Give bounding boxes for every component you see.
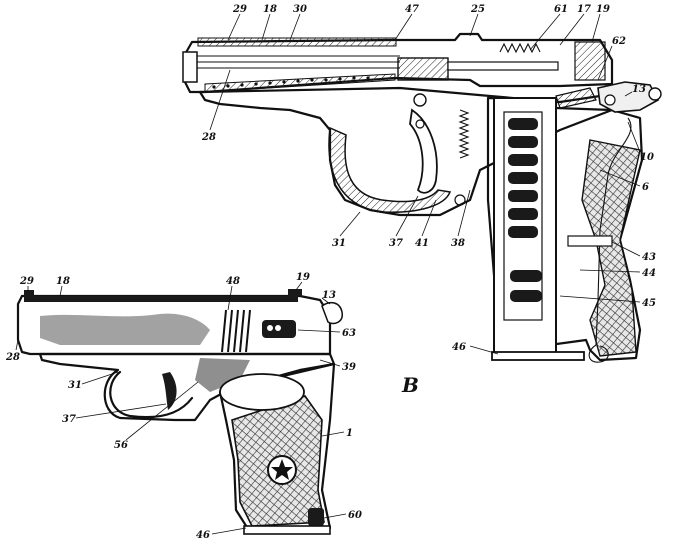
label-41: 41 [415, 238, 429, 249]
label-38: 38 [451, 238, 465, 249]
label-45: 45 [642, 298, 656, 309]
hammer-pin [604, 94, 616, 106]
firing-pin-spring [499, 42, 541, 54]
ext-label-63: 63 [342, 328, 356, 339]
magazine-slot [503, 111, 543, 321]
label-30: 30 [293, 4, 307, 15]
mainspring [595, 117, 632, 346]
frame-pin [415, 119, 425, 129]
trigger [409, 108, 438, 194]
ext-safety-dot1 [267, 325, 273, 331]
ext-label-29: 29 [19, 276, 34, 287]
ext-label-48: 48 [226, 276, 240, 287]
leader-lines [15, 13, 641, 535]
lanyard-loop [588, 344, 609, 363]
ext-label-18: 18 [56, 276, 70, 287]
slide-outline [182, 32, 614, 94]
label-17: 17 [577, 4, 591, 15]
label-62: 62 [612, 36, 626, 47]
muzzle-block [182, 51, 198, 83]
label-31: 31 [332, 238, 346, 249]
ext-label-56: 56 [114, 440, 128, 451]
label-43: 43 [642, 252, 656, 263]
label-13: 13 [632, 84, 646, 95]
external-view [16, 289, 343, 535]
ext-label-46: 46 [196, 530, 210, 541]
star-shape [271, 459, 293, 480]
trigger-spring [458, 109, 470, 159]
sectional-view [182, 32, 662, 363]
ext-label-28: 28 [5, 352, 20, 363]
label-6: 6 [642, 182, 649, 193]
label-28: 28 [201, 132, 216, 143]
ext-grip-thumbrest [219, 373, 305, 411]
ext-label-13: 13 [322, 290, 336, 301]
ext-lanyard [308, 508, 324, 526]
ext-front-sight [24, 290, 34, 296]
label-61: 61 [554, 4, 568, 15]
sectional-labels: 29 18 30 47 25 61 17 19 62 13 28 10 6 31… [201, 4, 656, 353]
recoil-spring [212, 76, 370, 89]
ext-label-39: 39 [342, 362, 356, 373]
label-29: 29 [232, 4, 247, 15]
hammer-spur [648, 87, 662, 101]
figure-letter: В [401, 373, 419, 397]
ext-label-19: 19 [296, 272, 310, 283]
ext-frame-shading [195, 358, 250, 392]
ext-label-37: 37 [62, 414, 76, 425]
label-19: 19 [596, 4, 610, 15]
rear-sight-block [574, 41, 606, 81]
label-18: 18 [263, 4, 277, 15]
mag-catch [567, 235, 613, 247]
ext-trigger-guard [109, 370, 194, 419]
magazine-base [491, 351, 585, 361]
ext-serrations [221, 309, 251, 353]
ext-slide-top [24, 296, 298, 302]
ext-slide-shading [40, 313, 210, 345]
slide-top-section [197, 37, 397, 47]
ext-rear-sight [288, 289, 302, 296]
breech-block [397, 57, 449, 81]
label-10: 10 [640, 152, 654, 163]
trigger-guard [328, 126, 452, 214]
label-37: 37 [389, 238, 403, 249]
label-44: 44 [642, 268, 656, 279]
ext-mag-base [243, 525, 331, 535]
ext-label-31: 31 [68, 380, 82, 391]
sear [555, 87, 597, 109]
firing-pin [447, 61, 559, 71]
ext-safety-dot2 [275, 325, 281, 331]
label-25: 25 [470, 4, 485, 15]
trigger-pin [413, 93, 427, 107]
slide-bottom-section [204, 73, 396, 93]
label-47: 47 [405, 4, 419, 15]
ext-label-1: 1 [346, 428, 353, 439]
ext-trigger [162, 372, 177, 410]
grip-panel [581, 139, 641, 357]
ext-label-60: 60 [348, 510, 362, 521]
magazine-cartridges [508, 118, 542, 302]
external-labels: 29 18 48 19 13 63 28 31 39 37 56 1 46 60 [5, 272, 362, 541]
ext-hammer [321, 301, 343, 325]
mag-catch-pin [454, 194, 466, 206]
label-46: 46 [452, 342, 466, 353]
